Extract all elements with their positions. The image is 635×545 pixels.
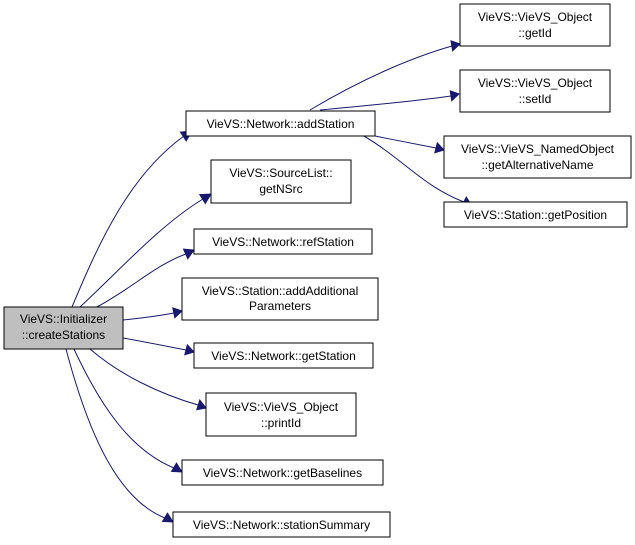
node-get-alt-name[interactable]: VieVS::VieVS_NamedObject ::getAlternativ…: [443, 135, 632, 179]
node-get-station[interactable]: VieVS::Network::getStation: [193, 342, 374, 369]
node-get-position-line-1: VieVS::Station::getPosition: [464, 208, 607, 222]
node-get-id-line-1: VieVS::VieVS_Object: [478, 10, 593, 24]
node-root-box: [3, 306, 124, 350]
node-get-nsrc[interactable]: VieVS::SourceList:: getNSrc: [210, 159, 352, 204]
node-get-nsrc-line-2: getNSrc: [259, 182, 302, 196]
node-add-station-line-1: VieVS::Network::addStation: [207, 117, 355, 131]
node-get-position[interactable]: VieVS::Station::getPosition: [443, 201, 628, 228]
node-get-alt-name-line-1: VieVS::VieVS_NamedObject: [461, 142, 615, 156]
node-print-id[interactable]: VieVS::VieVS_Object ::printId: [205, 392, 357, 437]
node-station-summary-box: [172, 511, 391, 538]
node-set-id[interactable]: VieVS::VieVS_Object ::setId: [459, 69, 611, 113]
node-get-position-box: [443, 201, 628, 228]
node-get-alt-name-line-2: ::getAlternativeName: [481, 158, 593, 172]
node-get-baselines-box: [181, 459, 384, 486]
node-print-id-line-2: ::printId: [261, 416, 301, 430]
edge-add-station-to-set-id: [319, 90, 460, 111]
node-get-nsrc-line-1: VieVS::SourceList::: [229, 166, 332, 180]
node-print-id-line-1: VieVS::VieVS_Object: [224, 400, 339, 414]
node-get-baselines-line-1: VieVS::Network::getBaselines: [203, 466, 362, 480]
node-print-id-box: [205, 392, 357, 437]
node-set-id-box: [459, 69, 611, 113]
node-get-alt-name-box: [443, 135, 632, 179]
node-get-baselines[interactable]: VieVS::Network::getBaselines: [181, 459, 384, 486]
edge-root-to-get-nsrc: [79, 193, 212, 308]
node-root-line-1: VieVS::Initializer: [20, 312, 107, 326]
node-get-nsrc-box: [210, 159, 352, 204]
node-add-station-box: [185, 110, 376, 137]
edge-root-to-ref-station: [94, 248, 195, 309]
node-set-id-line-2: ::setId: [519, 92, 552, 106]
node-get-id[interactable]: VieVS::VieVS_Object ::getId: [459, 3, 611, 47]
node-ref-station[interactable]: VieVS::Network::refStation: [193, 228, 373, 255]
node-ref-station-line-1: VieVS::Network::refStation: [212, 235, 354, 249]
node-get-station-line-1: VieVS::Network::getStation: [211, 349, 356, 363]
edge-root-to-get-baselines: [73, 348, 183, 473]
call-nodes: VieVS::Initializer ::createStations VieV…: [3, 3, 632, 538]
node-get-id-line-2: ::getId: [518, 26, 551, 40]
node-root-line-2: ::createStations: [22, 328, 105, 342]
edge-add-station-to-get-id: [309, 40, 461, 111]
node-station-summary-line-1: VieVS::Network::stationSummary: [193, 518, 370, 532]
edge-add-station-to-get-alt-name: [374, 135, 445, 154]
node-get-id-box: [459, 3, 611, 47]
node-add-additional[interactable]: VieVS::Station::addAdditional Parameters: [181, 277, 379, 321]
node-set-id-line-1: VieVS::VieVS_Object: [478, 76, 593, 90]
edge-root-to-add-additional: [122, 307, 183, 321]
node-add-additional-line-1: VieVS::Station::addAdditional: [202, 284, 359, 298]
edge-root-to-station-summary: [65, 348, 174, 523]
edge-root-to-print-id: [89, 348, 207, 411]
edge-root-to-get-station: [122, 337, 195, 356]
node-get-station-box: [193, 342, 374, 369]
node-add-additional-box: [181, 277, 379, 321]
node-root[interactable]: VieVS::Initializer ::createStations: [3, 306, 124, 350]
node-add-additional-line-2: Parameters: [249, 299, 311, 313]
node-ref-station-box: [193, 228, 373, 255]
node-add-station[interactable]: VieVS::Network::addStation: [185, 110, 376, 137]
node-station-summary[interactable]: VieVS::Network::stationSummary: [172, 511, 391, 538]
